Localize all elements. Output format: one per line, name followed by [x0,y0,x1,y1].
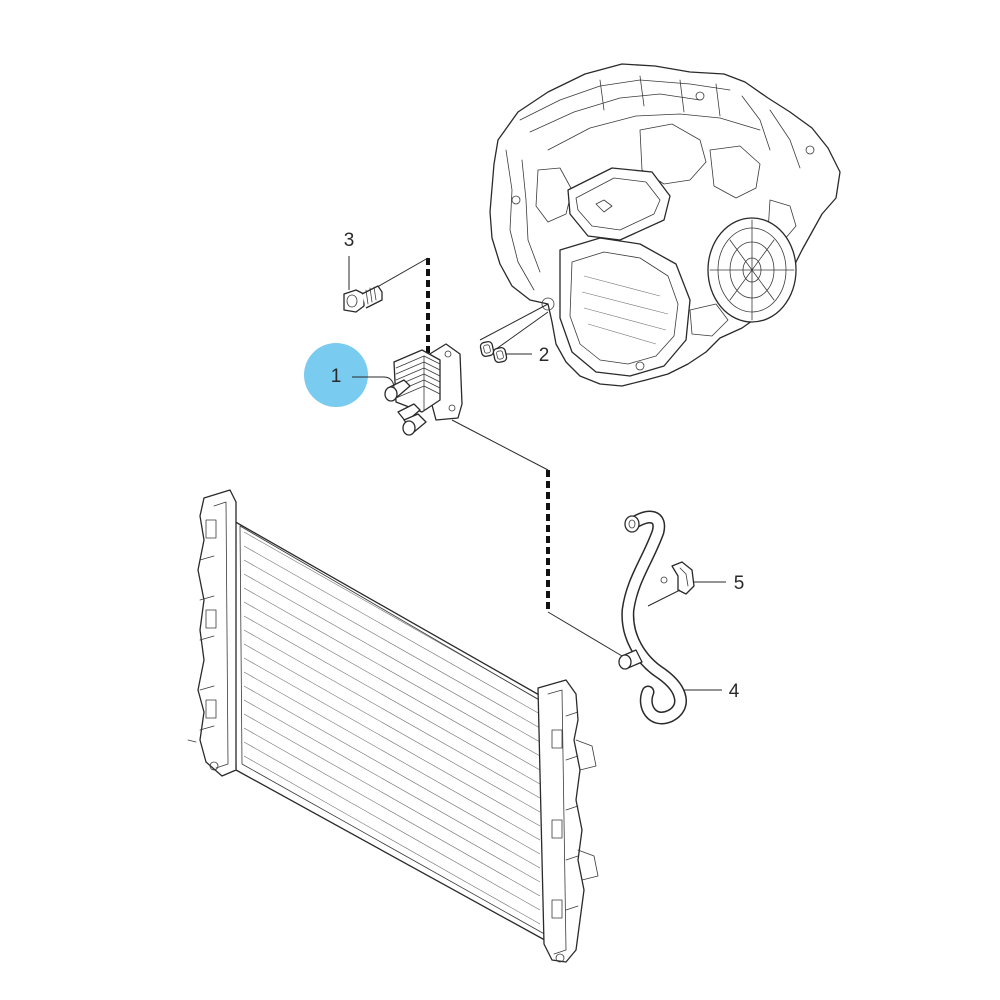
radiator [187,489,599,963]
clip-part-5[interactable] [660,561,695,595]
assembly-centerlines [371,257,623,657]
callout-2[interactable]: 2 [506,345,549,366]
callout-4[interactable]: 4 [684,681,740,702]
callout-1-highlight [304,343,368,407]
cooler-hose-part-4[interactable] [618,510,687,725]
callout-1-label: 1 [331,366,342,387]
callout-3[interactable]: 3 [344,230,355,290]
seal-rings-part-2[interactable] [479,340,508,364]
callout-5[interactable]: 5 [647,573,745,607]
callout-3-label: 3 [344,230,355,251]
oil-cooler-part-1[interactable] [384,343,463,436]
transmission-assembly [489,63,841,387]
callout-5-label: 5 [734,573,745,594]
callout-2-label: 2 [539,345,550,366]
callout-4-label: 4 [729,681,740,702]
callout-5-leader-hose [647,589,681,607]
callout-1-leader [352,376,395,389]
bolt-part-3[interactable] [343,285,383,313]
callout-1[interactable]: 1 [304,343,395,407]
